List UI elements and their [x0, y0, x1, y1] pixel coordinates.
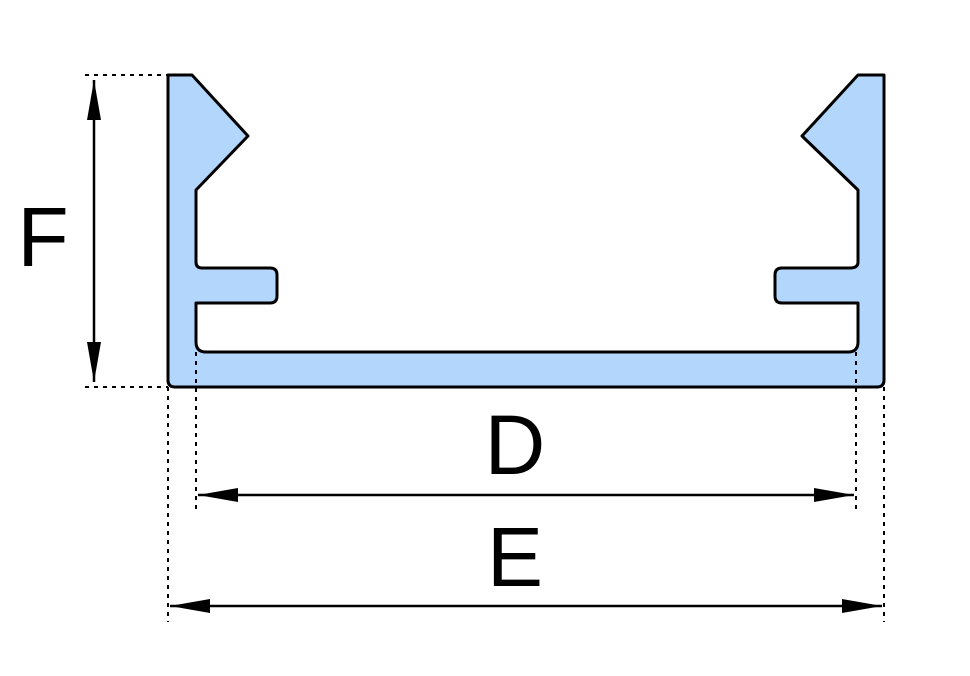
profile-outline — [166, 73, 886, 389]
height-label: F — [17, 190, 68, 284]
outer-width-label: E — [487, 510, 543, 604]
inner-width-label: D — [485, 398, 546, 492]
profile-cross-section — [168, 75, 884, 387]
